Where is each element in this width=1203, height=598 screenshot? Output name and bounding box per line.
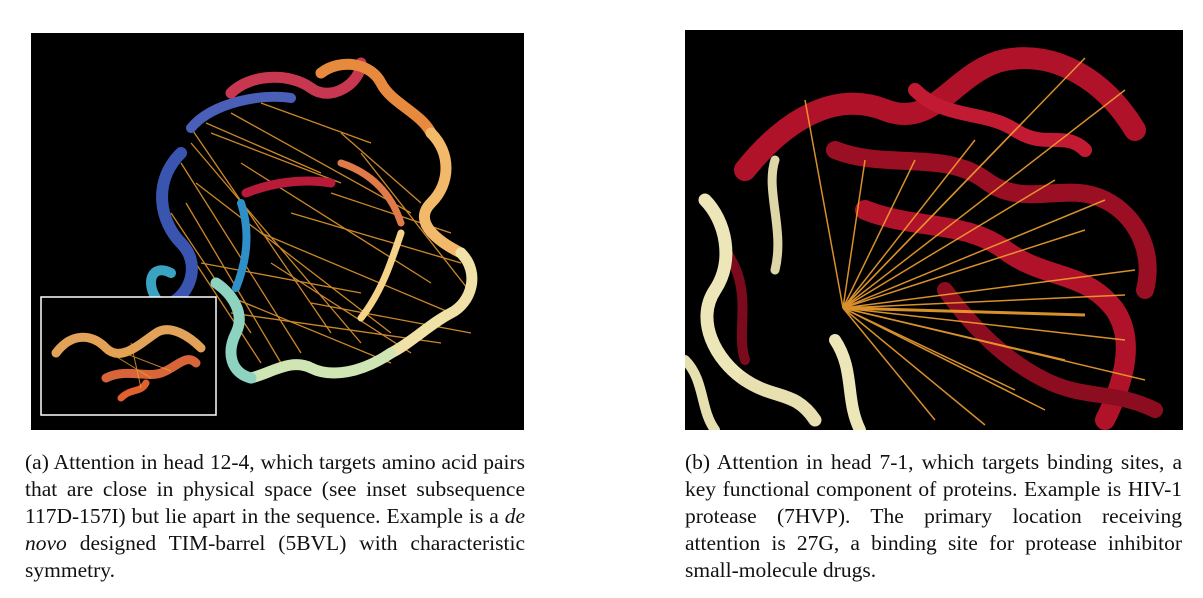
hiv-protease-render (685, 47, 1163, 430)
hiv-protease-figure (685, 30, 1183, 430)
figure-b-caption: (b) Attention in head 7-1, which targets… (685, 450, 1182, 582)
attention-lines (170, 102, 472, 364)
inset-subsequence (40, 296, 217, 416)
attention-lines (804, 57, 1146, 426)
figure-a-caption: (a) Attention in head 12-4, which target… (25, 449, 525, 584)
caption-a-text-2: designed TIM-barrel (5BVL) with characte… (25, 531, 525, 582)
tim-barrel-render (40, 57, 478, 416)
tim-barrel-figure (31, 33, 524, 430)
caption-a-text-1: (a) Attention in head 12-4, which target… (25, 450, 525, 528)
protein-ribbons-red (720, 47, 1163, 430)
protein-ribbons-cream (685, 155, 866, 430)
caption-a-italic: de novo (25, 504, 525, 555)
protein-ribbons (146, 57, 478, 384)
